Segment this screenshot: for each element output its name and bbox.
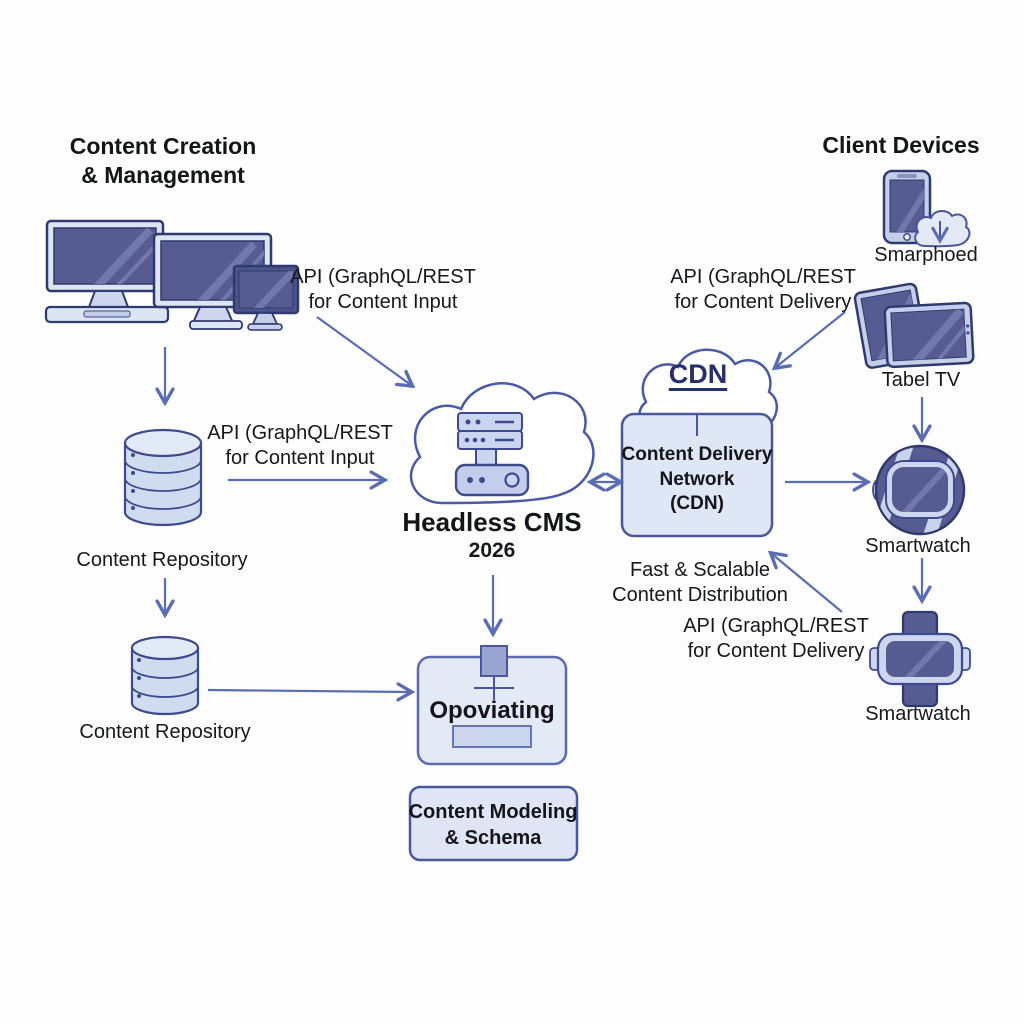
cdn-cloud-label: CDN [668, 359, 728, 389]
arrow-input-to-cms [316, 316, 411, 385]
smartwatch-label-2: Smartwatch [865, 703, 971, 725]
smartwatch-label-1: Smartwatch [865, 535, 971, 557]
modeling-box [408, 785, 579, 862]
connector-arrows [165, 311, 922, 692]
square-smartwatch-icon [869, 610, 971, 708]
round-smartwatch-icon [872, 444, 966, 536]
arrow-repo-to-operations [207, 690, 410, 692]
database-top-icon [123, 428, 203, 527]
fast-scalable-label: Fast & Scalable Content Distribution [612, 559, 788, 606]
content-creation-heading: Content Creation & Management [69, 133, 257, 188]
desktop-monitors-icon [44, 219, 300, 331]
progress-bar-shape [452, 725, 532, 748]
flag-tag-icon [480, 645, 508, 677]
api-input-label-mid: API (GraphQL/REST for Content Input [207, 422, 393, 469]
database-bottom-icon [130, 635, 200, 716]
repository-bottom-label: Content Repository [79, 721, 251, 743]
server-icon [454, 412, 530, 497]
client-devices-heading: Client Devices [822, 132, 980, 158]
cloud-download-icon [914, 210, 971, 248]
tablet-label: Tabel TV [881, 369, 961, 391]
tablet-icon [853, 282, 975, 369]
operations-box [416, 645, 568, 766]
arrow-delivery-to-cdn-bottom [772, 554, 843, 613]
cdn-box-title: Content Delivery Network (CDN) [621, 444, 773, 515]
api-delivery-label-bottom: API (GraphQL/REST for Content Delivery [683, 615, 869, 662]
api-delivery-label-top: API (GraphQL/REST for Content Delivery [670, 266, 856, 313]
repository-top-label: Content Repository [76, 549, 248, 571]
arrow-delivery-to-cdn [776, 311, 846, 367]
operations-box-title: Opoviating [429, 697, 555, 724]
smartphone-label: Smarphoed [874, 244, 978, 266]
modeling-box-title: Content Modeling & Schema [408, 801, 578, 849]
cms-title: Headless CMS 2026 [402, 507, 582, 563]
api-input-label-top: API (GraphQL/REST for Content Input [290, 266, 476, 313]
